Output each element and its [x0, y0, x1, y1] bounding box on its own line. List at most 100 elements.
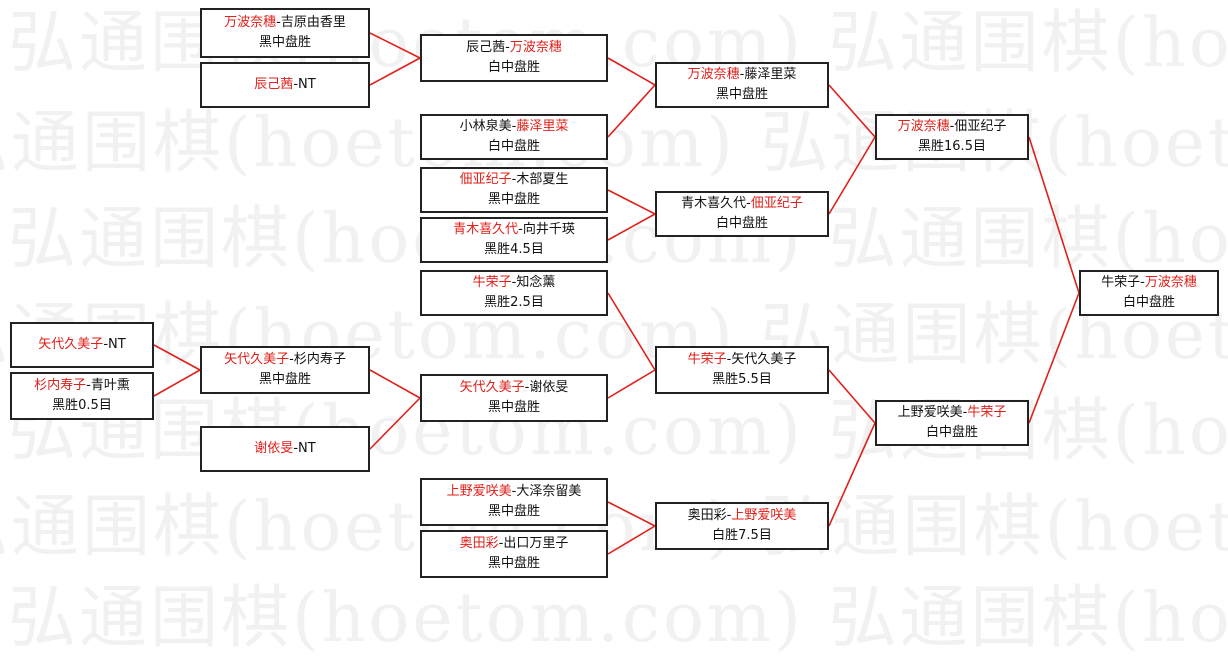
bracket-line: [607, 57, 656, 86]
match-players: 奥田彩-上野爱咲美: [688, 506, 797, 526]
bracket-line: [369, 32, 421, 59]
player-black: 小林泉美: [459, 119, 512, 134]
vs-dash: -: [498, 536, 504, 551]
player-black: 佃亚纪子: [459, 172, 512, 187]
bracket-line: [828, 84, 876, 138]
player-black: 矢代久美子: [459, 380, 525, 395]
player-white: 青叶熏: [90, 378, 130, 393]
player-black: 辰己茜: [254, 77, 294, 92]
match-result: 白胜7.5目: [712, 528, 772, 543]
match-box: 奥田彩-上野爱咲美白胜7.5目: [655, 502, 829, 550]
bracket-line: [607, 189, 656, 215]
match-box: 矢代久美子-杉内寿子黑中盘胜: [200, 346, 370, 394]
match-players: 辰己茜-NT: [254, 75, 315, 95]
bracket-line: [607, 369, 656, 399]
player-white: 万波奈穗: [509, 40, 562, 55]
match-result: 黑中盘胜: [258, 35, 311, 50]
match-result: 黑中盘胜: [715, 87, 768, 102]
match-box: 青木喜久代-佃亚纪子白中盘胜: [655, 191, 829, 237]
player-white: 知念薰: [516, 275, 556, 290]
bracket-line: [607, 292, 656, 371]
vs-dash: -: [949, 119, 955, 134]
bracket-line: [607, 525, 656, 555]
bracket-line: [607, 213, 656, 241]
vs-dash: -: [511, 119, 517, 134]
match-box: 上野爱咲美-大泽奈留美黑中盘胜: [420, 478, 608, 526]
player-white: NT: [298, 77, 316, 92]
player-white: 藤泽里菜: [744, 67, 797, 82]
player-black: 青木喜久代: [453, 222, 519, 237]
bracket-line: [369, 369, 421, 399]
match-box: 万波奈穗-藤泽里菜黑中盘胜: [655, 62, 829, 108]
bracket-line: [828, 136, 876, 215]
bracket-line: [828, 369, 876, 424]
match-box: 矢代久美子-NT: [10, 322, 154, 368]
match-players: 小林泉美-藤泽里菜: [460, 117, 569, 137]
player-white: NT: [298, 441, 316, 456]
player-white: 向井千瑛: [522, 222, 575, 237]
match-players: 矢代久美子-杉内寿子: [224, 350, 346, 370]
vs-dash: -: [739, 67, 745, 82]
player-black: 万波奈穗: [897, 119, 950, 134]
match-box: 辰己茜-NT: [200, 62, 370, 108]
player-white: 杉内寿子: [293, 352, 346, 367]
bracket-line: [828, 422, 876, 527]
bracket-line: [607, 84, 656, 138]
player-white: 出口万里子: [503, 536, 569, 551]
watermark-row: 弘通围棋(hoetom.com) 弘通围棋(hoetom.com) 弘通围棋(h…: [8, 579, 1228, 658]
vs-dash: -: [726, 352, 732, 367]
match-result: 白中盘胜: [487, 60, 540, 75]
player-white: 牛荣子: [967, 405, 1007, 420]
bracket-line: [1028, 136, 1080, 294]
player-black: 万波奈穗: [224, 15, 277, 30]
bracket-line: [153, 344, 201, 371]
vs-dash: -: [293, 77, 299, 92]
match-box: 佃亚纪子-木部夏生黑中盘胜: [420, 167, 608, 213]
vs-dash: -: [518, 222, 523, 237]
player-white: 佃亚纪子: [750, 196, 803, 211]
player-black: 谢依旻: [254, 441, 294, 456]
match-result: 白中盘胜: [1122, 295, 1175, 310]
match-result: 黑胜5.5目: [712, 372, 772, 387]
bracket-lines: [153, 32, 1080, 555]
match-result: 白中盘胜: [925, 425, 978, 440]
player-white: 木部夏生: [516, 172, 569, 187]
match-players: 牛荣子-万波奈穗: [1101, 273, 1197, 293]
match-box: 上野爱咲美-牛荣子白中盘胜: [875, 400, 1029, 446]
match-box: 牛荣子-万波奈穗白中盘胜: [1079, 270, 1219, 316]
match-result: 黑中盘胜: [487, 556, 540, 571]
match-box: 青木喜久代-向井千瑛黑胜4.5目: [420, 217, 608, 263]
match-box: 万波奈穗-佃亚纪子黑胜16.5目: [875, 114, 1029, 160]
player-black: 牛荣子: [472, 275, 512, 290]
player-black: 奥田彩: [687, 508, 727, 523]
match-box: 谢依旻-NT: [200, 426, 370, 472]
match-box: 牛荣子-矢代久美子黑胜5.5目: [655, 346, 829, 394]
vs-dash: -: [511, 275, 517, 290]
match-result: 黑胜4.5目: [484, 242, 544, 257]
match-players: 杉内寿子-青叶熏: [34, 376, 130, 396]
vs-dash: -: [1140, 275, 1145, 290]
match-result: 黑胜2.5目: [484, 295, 544, 310]
player-black: 青木喜久代: [681, 196, 747, 211]
match-players: 辰己茜-万波奈穗: [466, 38, 562, 58]
match-result: 黑胜0.5目: [52, 398, 112, 413]
match-result: 黑中盘胜: [487, 192, 540, 207]
bracket-line: [1028, 292, 1080, 424]
vs-dash: -: [726, 508, 732, 523]
player-white: 藤泽里菜: [516, 119, 569, 134]
vs-dash: -: [505, 40, 510, 55]
match-box: 辰己茜-万波奈穗白中盘胜: [420, 34, 608, 82]
match-box: 万波奈穗-吉原由香里黑中盘胜: [200, 8, 370, 58]
match-players: 万波奈穗-佃亚纪子: [898, 117, 1007, 137]
match-players: 矢代久美子-NT: [38, 335, 125, 355]
match-result: 黑中盘胜: [487, 504, 540, 519]
vs-dash: -: [524, 380, 530, 395]
vs-dash: -: [276, 15, 281, 30]
player-white: 矢代久美子: [731, 352, 797, 367]
vs-dash: -: [289, 352, 294, 367]
player-white: 上野爱咲美: [731, 508, 797, 523]
bracket-line: [607, 501, 656, 527]
player-white: 大泽奈留美: [516, 484, 582, 499]
player-white: 佃亚纪子: [954, 119, 1007, 134]
vs-dash: -: [746, 196, 751, 211]
